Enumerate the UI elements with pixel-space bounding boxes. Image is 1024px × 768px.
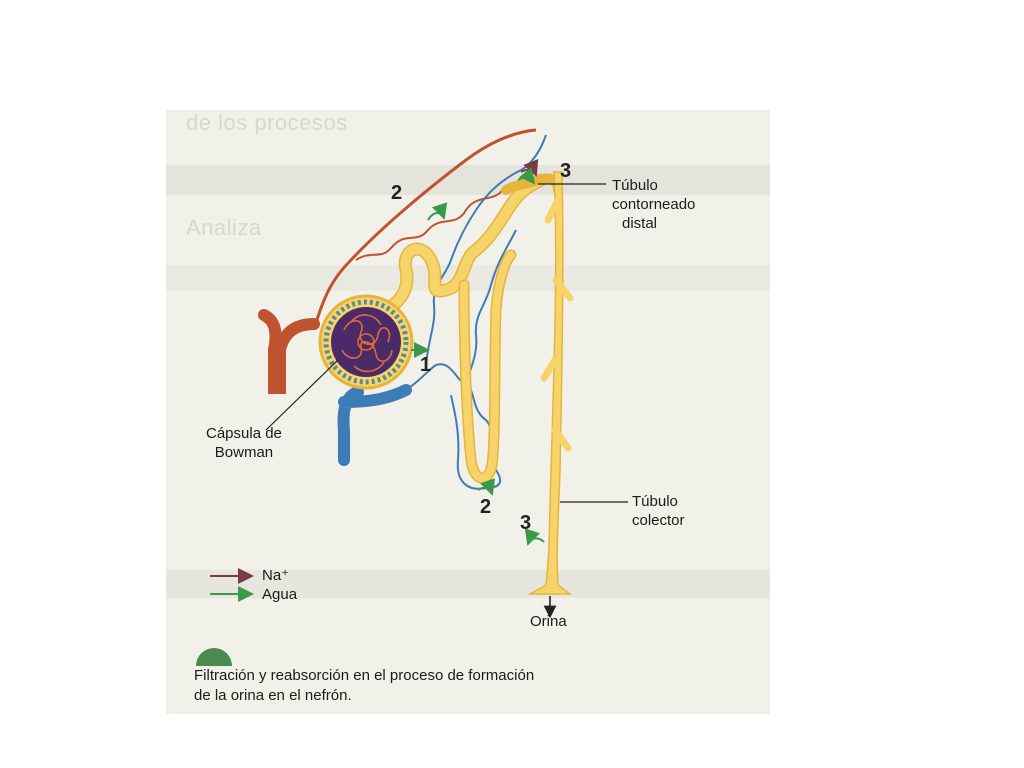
capillary-network (465, 229, 517, 386)
legend-sodium: Na⁺ (262, 567, 290, 584)
sodium-arrow (520, 159, 539, 177)
label-distal-tubule: Túbulo contorneado distal (612, 176, 695, 233)
background-band (166, 570, 770, 598)
capillary-network (405, 363, 502, 489)
afferent-arteriole (258, 309, 320, 394)
label-collecting-duct: Túbulo colector (632, 492, 685, 530)
marker-3-bottom: 3 (520, 512, 532, 534)
label-collector-line1: Túbulo (632, 493, 678, 510)
glomerular-capillaries (341, 314, 393, 373)
label-bowman-line1: Cápsula de (206, 425, 282, 442)
scanned-page: de los procesos Analiza (166, 110, 770, 714)
leader-line-bowman (265, 359, 339, 431)
marker-3-top: 3 (560, 160, 572, 182)
label-distal-line1: Túbulo (612, 177, 658, 194)
nephron-diagram (210, 128, 628, 619)
label-distal-line2: contorneado (612, 196, 696, 213)
label-collector-line2: colector (632, 512, 685, 529)
capsule-membrane (323, 299, 409, 385)
caption-bullet-icon (196, 648, 232, 666)
artery-vessel (355, 184, 507, 261)
bleed-through-text: de los procesos (186, 110, 348, 135)
artery-vessel (314, 128, 537, 324)
figure-caption: Filtración y reabsorción en el proceso d… (194, 666, 734, 706)
legend-water: Agua (262, 586, 298, 603)
bleed-through-text: Analiza (186, 215, 262, 240)
water-arrow (427, 202, 448, 221)
marker-1: 1 (420, 354, 432, 376)
caption-line1: Filtración y reabsorción en el proceso d… (194, 667, 535, 684)
capillary-network (450, 394, 487, 490)
label-distal-line3: distal (622, 215, 658, 232)
label-bowman-capsule: Cápsula de Bowman (206, 424, 282, 462)
marker-2-top: 2 (391, 182, 403, 204)
renal-vein (337, 384, 412, 466)
water-arrow (517, 167, 536, 185)
label-urine: Orina (530, 613, 567, 630)
water-arrow (524, 528, 545, 546)
label-bowman-line2: Bowman (214, 444, 274, 461)
collecting-duct (527, 171, 574, 595)
marker-2-bottom: 2 (480, 496, 492, 518)
caption-line2: de la orina en el nefrón. (194, 687, 352, 704)
background-band (166, 165, 770, 195)
water-arrow (477, 478, 496, 496)
